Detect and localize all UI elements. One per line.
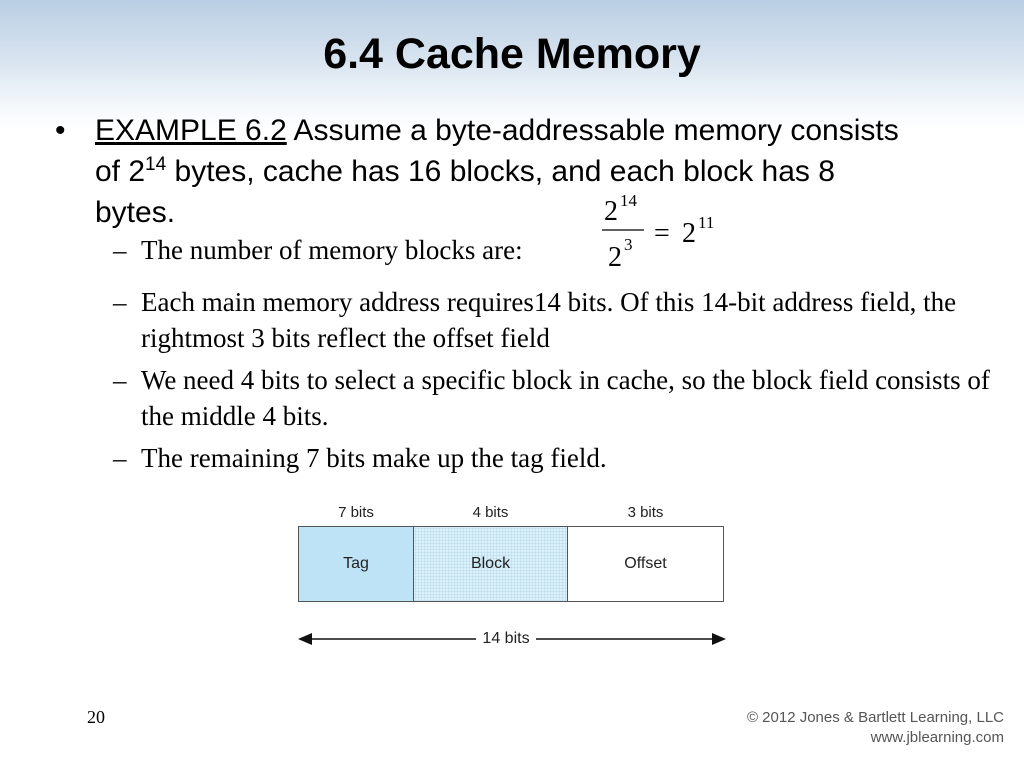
sub-item: – The number of memory blocks are: — [113, 232, 1021, 268]
sub-item-text: Each main memory address requires14 bits… — [141, 287, 957, 353]
equals-sign: = — [654, 218, 670, 249]
memory-blocks-formula: 2 14 2 3 = 2 11 — [596, 186, 736, 276]
copyright-footer: © 2012 Jones & Bartlett Learning, LLC ww… — [747, 708, 1004, 748]
publisher-url: www.jblearning.com — [870, 729, 1004, 746]
sub-item: – We need 4 bits to select a specific bl… — [113, 362, 1021, 434]
example-label: EXAMPLE 6.2 — [95, 114, 287, 147]
tag-field: Tag — [298, 526, 414, 602]
denominator-base: 2 — [608, 242, 622, 273]
main-bullet: • EXAMPLE 6.2 Assume a byte-addressable … — [55, 110, 915, 233]
dash-marker: – — [113, 443, 127, 473]
result-base: 2 — [682, 218, 696, 249]
result-exponent: 11 — [698, 213, 714, 232]
bullet-marker: • — [55, 114, 66, 147]
tag-field-label: Tag — [343, 555, 369, 572]
address-format-diagram: 7 bits 4 bits 3 bits Tag Block Offset 14… — [296, 498, 728, 658]
dash-marker: – — [113, 365, 127, 395]
sub-item-text: The number of memory blocks are: — [141, 235, 523, 265]
offset-field: Offset — [567, 526, 724, 602]
numerator-base: 2 — [604, 196, 618, 227]
slide-title: 6.4 Cache Memory — [323, 30, 701, 78]
sub-item: – Each main memory address requires14 bi… — [113, 284, 1021, 356]
sub-item-text: We need 4 bits to select a specific bloc… — [141, 365, 990, 431]
bullet-text: EXAMPLE 6.2 Assume a byte-addressable me… — [95, 110, 915, 233]
sub-item: – The remaining 7 bits make up the tag f… — [113, 440, 1021, 476]
denominator-exponent: 3 — [624, 235, 633, 254]
header-gradient — [0, 0, 1024, 130]
dash-marker: – — [113, 287, 127, 317]
offset-bits-header: 3 bits — [627, 504, 664, 521]
tag-bits-header: 7 bits — [338, 504, 374, 521]
dash-marker: – — [113, 235, 127, 265]
sub-item-text: The remaining 7 bits make up the tag fie… — [141, 443, 607, 473]
page-number: 20 — [87, 707, 105, 727]
block-bits-header: 4 bits — [472, 504, 509, 521]
arrow-head-right — [712, 633, 726, 645]
arrow-head-left — [298, 633, 312, 645]
bullet-text-part1: Assume a byte-addressable memory consist… — [95, 114, 899, 188]
exponent: 14 — [145, 154, 167, 175]
block-field-label: Block — [470, 555, 511, 572]
total-bits-label: 14 bits — [476, 630, 536, 648]
offset-field-label: Offset — [624, 555, 667, 572]
copyright-text: © 2012 Jones & Bartlett Learning, LLC — [746, 709, 1004, 726]
bullet-text-part2: bytes, cache has 16 blocks, and each blo… — [95, 155, 835, 229]
numerator-exponent: 14 — [620, 191, 638, 210]
block-field: Block — [413, 526, 568, 602]
